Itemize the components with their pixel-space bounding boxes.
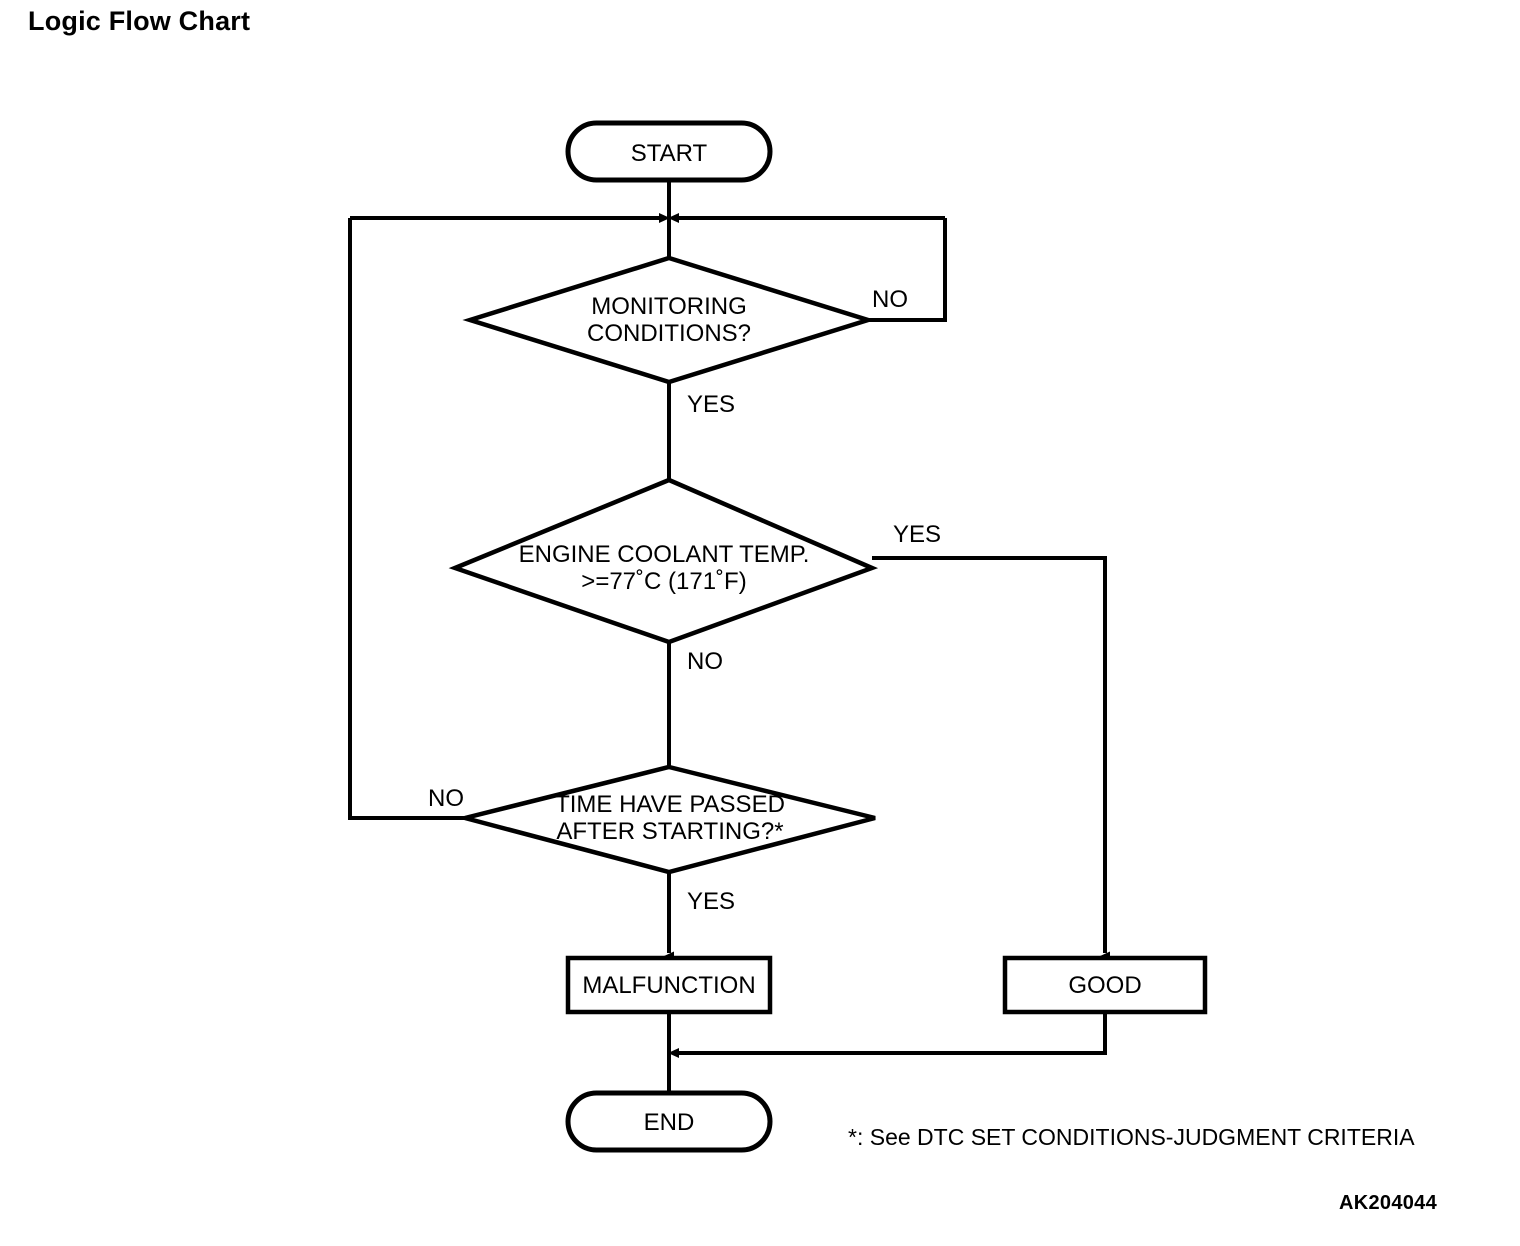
footnote-text: *: See DTC SET CONDITIONS-JUDGMENT CRITE…: [848, 1124, 1415, 1150]
good-node-shape: [1002, 955, 1208, 1015]
edge-coolant-yes: [872, 556, 1110, 962]
edge-time-no-loop-left: [348, 218, 465, 820]
monitoring-decision-shape: [462, 255, 876, 385]
malfunction-node-shape: [565, 955, 773, 1015]
reference-code: AK204044: [1339, 1192, 1438, 1214]
end-node-shape: [565, 1090, 773, 1153]
edge-good-to-merge: [668, 1012, 1107, 1058]
start-node-shape: [565, 120, 773, 183]
edge-monitoring-no-loop-right: [868, 218, 947, 322]
time-decision-shape: [464, 764, 876, 875]
coolant-decision-shape: [448, 477, 879, 645]
page-title: Logic Flow Chart: [28, 6, 251, 36]
